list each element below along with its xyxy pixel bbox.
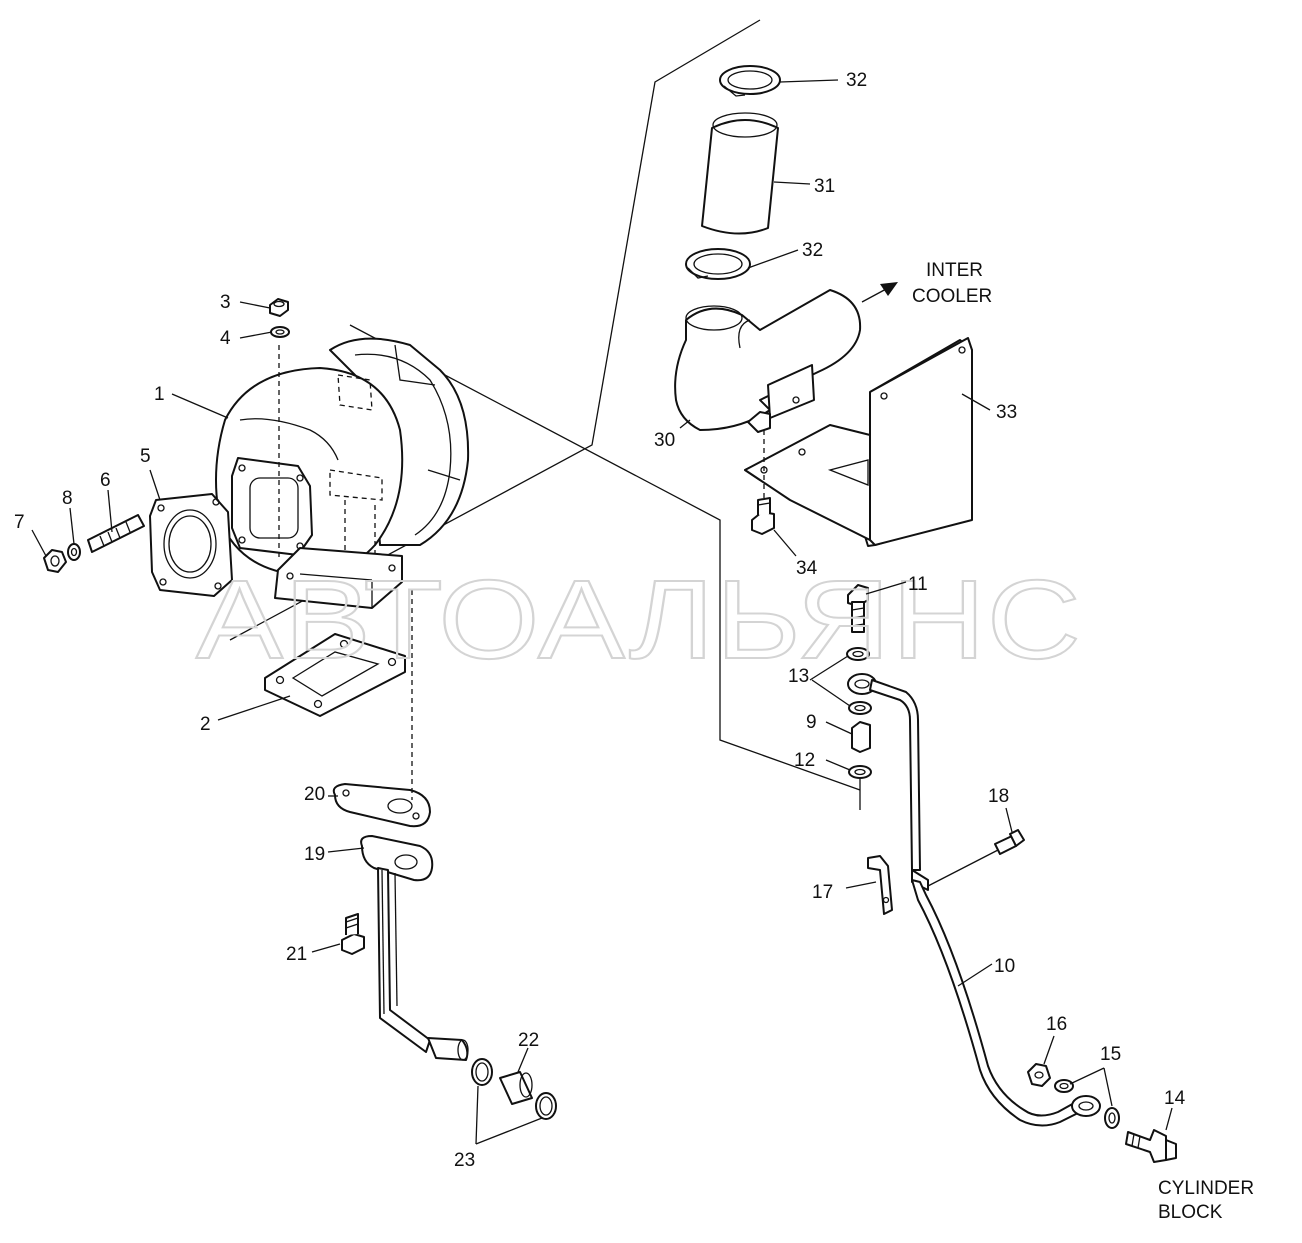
cylinder-block-label-line2: BLOCK <box>1158 1202 1223 1223</box>
callout-2: 2 <box>200 714 211 735</box>
turbocharger <box>215 337 470 609</box>
callout-32-top: 32 <box>846 70 867 91</box>
callout-20: 20 <box>304 784 325 805</box>
watermark: АВТОАЛЬЯНС <box>196 557 1082 682</box>
callout-22: 22 <box>518 1030 539 1051</box>
callout-1: 1 <box>154 384 165 405</box>
nut-and-washer-top <box>269 298 290 338</box>
callout-10: 10 <box>994 956 1015 977</box>
callout-6: 6 <box>100 470 111 491</box>
callout-labels: 1 2 3 4 5 6 7 8 9 10 11 12 13 14 15 16 1… <box>14 70 1186 1171</box>
intercooler-label-line1: INTER <box>926 260 983 281</box>
callout-leaders <box>31 79 1173 1145</box>
arrow-right-icon <box>861 282 898 303</box>
stud-washer-nut <box>43 514 145 573</box>
callout-31: 31 <box>814 176 835 197</box>
oil-feed-pipe-assembly <box>846 584 1177 1163</box>
callout-9: 9 <box>806 712 817 733</box>
callout-11: 11 <box>908 574 928 595</box>
callout-14: 14 <box>1164 1088 1186 1109</box>
callout-30: 30 <box>654 430 675 451</box>
callout-8: 8 <box>62 488 73 509</box>
cylinder-block-label-line1: CYLINDER <box>1158 1178 1254 1199</box>
callout-33: 33 <box>996 402 1017 423</box>
intercooler-connection <box>674 65 973 547</box>
callout-34: 34 <box>796 558 818 579</box>
intercooler-label-line2: COOLER <box>912 286 992 307</box>
callout-17: 17 <box>812 882 833 903</box>
callout-3: 3 <box>220 292 231 313</box>
callout-13: 13 <box>788 666 809 687</box>
callout-21: 21 <box>286 944 307 965</box>
oil-return-pipe-assembly <box>332 590 557 1120</box>
flow-notes: INTER COOLER CYLINDER BLOCK <box>912 260 1254 1223</box>
callout-19: 19 <box>304 844 325 865</box>
turbine-flange-gasket <box>149 493 233 597</box>
callout-18: 18 <box>988 786 1009 807</box>
callout-7: 7 <box>14 512 25 533</box>
callout-16: 16 <box>1046 1014 1067 1035</box>
callout-23: 23 <box>454 1150 475 1171</box>
callout-15: 15 <box>1100 1044 1121 1065</box>
callout-5: 5 <box>140 446 151 467</box>
callout-32-bottom: 32 <box>802 240 823 261</box>
exhaust-gasket <box>264 633 406 717</box>
callout-4: 4 <box>220 328 231 349</box>
callout-12: 12 <box>794 750 815 771</box>
